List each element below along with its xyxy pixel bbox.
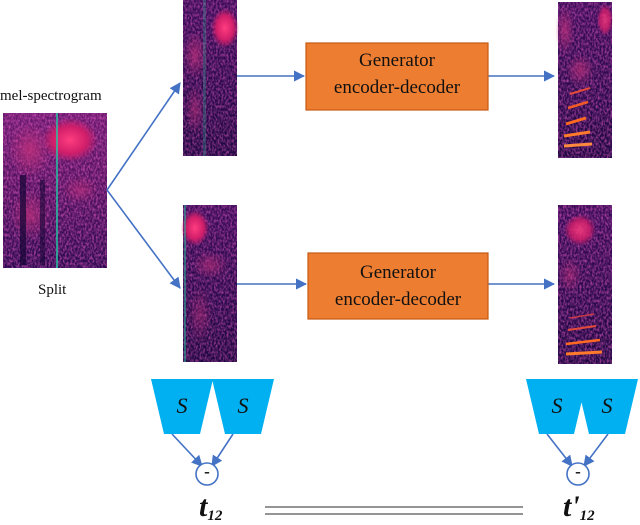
top-output-spectrogram — [555, 2, 613, 158]
bottom-output-spectrogram — [558, 205, 612, 364]
bottom-generator-label-line1: Generator — [360, 262, 436, 283]
top-generator-box — [305, 42, 489, 111]
left-speaker-block-1 — [151, 379, 213, 434]
arrow-split-to-top — [106, 82, 181, 191]
right-speaker-blocks — [526, 379, 638, 434]
arrow-split-to-bottom — [106, 189, 181, 289]
bottom-generator-label-line2: encoder-decoder — [334, 289, 462, 310]
equality-lines — [265, 506, 523, 515]
t12-base: t — [199, 490, 208, 523]
bottom-generator-box — [307, 252, 489, 320]
arrow-right-s1-to-minus — [546, 433, 573, 467]
top-generator-label-line2: encoder-decoder — [333, 77, 461, 98]
input-spectrogram — [3, 113, 107, 268]
arrows — [106, 70, 609, 467]
left-speaker-label-1: S — [176, 393, 188, 418]
right-speaker-label-1: S — [551, 393, 563, 418]
input-label: mel-spectrogram — [0, 88, 102, 104]
t-prime-12-base: t' — [563, 490, 580, 523]
left-speaker-label-2: S — [237, 393, 249, 418]
split-label: Split — [38, 282, 67, 298]
arrow-left-s2-to-minus — [211, 433, 234, 467]
right-speaker-label-2: S — [601, 393, 613, 418]
top-generator-label-line1: Generator — [359, 50, 435, 71]
left-minus-sign: - — [204, 462, 210, 481]
left-speaker-blocks — [151, 379, 274, 434]
t-prime-12-subscript: 12 — [579, 508, 595, 524]
right-minus-circle — [566, 462, 590, 486]
arrow-right-s2-to-minus — [583, 433, 609, 467]
left-minus-circle — [195, 462, 219, 486]
right-speaker-block-1 — [526, 379, 587, 434]
right-minus-sign: - — [575, 462, 581, 481]
arrow-left-s1-to-minus — [171, 433, 203, 467]
bottom-input-slice — [181, 205, 237, 362]
top-input-slice — [183, 0, 239, 156]
t12-subscript: 12 — [207, 508, 223, 524]
left-speaker-block-2 — [212, 379, 274, 434]
right-speaker-block-2 — [576, 379, 638, 434]
